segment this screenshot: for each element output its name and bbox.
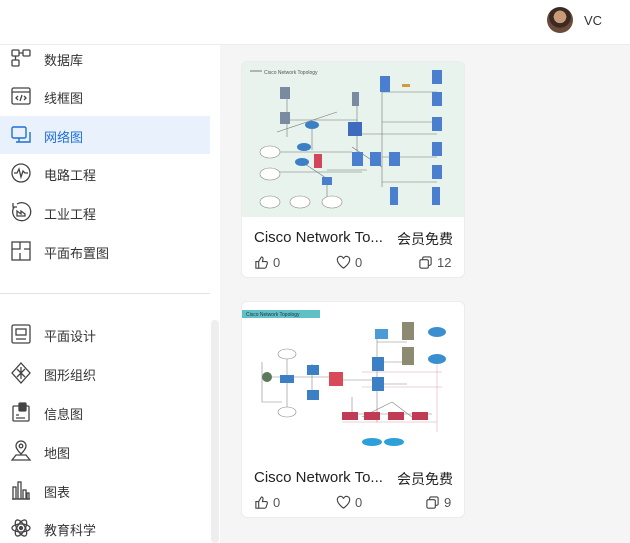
sidebar-item-label: 网络图 [44,130,84,145]
thumbnail-title: Cisco Network Topology [264,70,318,76]
heart-icon [336,255,351,269]
user-initials[interactable]: VC [584,13,603,28]
thumbs-up-icon [255,496,268,509]
network-icon [11,126,31,143]
copy-icon [419,256,432,269]
graphic-organizer-icon [11,362,31,384]
sidebar-item-circuit[interactable]: 电路工程 [0,154,210,192]
industrial-icon [12,202,32,222]
sidebar-item-label: 数据库 [44,53,84,68]
sidebar-item-map[interactable]: 地图 [0,432,210,470]
template-card[interactable]: Cisco Network Topology Cisco Network To.… [241,61,465,278]
copy-count[interactable]: 9 [425,495,451,510]
sidebar-item-science[interactable]: 教育科学 [0,509,210,543]
sidebar-scrollbar[interactable] [211,320,219,543]
favorite-count[interactable]: 0 [336,255,362,270]
sidebar-item-label: 教育科学 [44,523,97,538]
user-avatar[interactable] [547,7,573,33]
favorite-count[interactable]: 0 [336,495,362,510]
top-bar: VC [0,0,630,45]
circuit-icon [11,163,31,183]
floorplan-icon [11,241,31,261]
graphic-design-icon [11,324,31,344]
thumbs-up-icon [255,256,268,269]
template-thumbnail[interactable]: Cisco Network Topology [242,62,465,217]
sidebar: 数据库 线框图 网络图 电路工程 工业工程 平面布置图 [0,45,220,543]
copy-count[interactable]: 12 [418,255,451,270]
sidebar-item-label: 图形组织 [44,368,97,383]
sidebar-item-label: 平面布置图 [44,246,110,261]
database-icon [11,49,31,67]
infographic-icon [12,402,30,422]
sidebar-item-label: 平面设计 [44,329,97,344]
template-card[interactable]: Cisco Network Topology Cisco Network To.… [241,301,465,518]
card-title[interactable]: Cisco Network To... [254,469,383,486]
copy-count-value: 9 [444,495,452,510]
like-count-value: 0 [273,255,281,270]
member-free-badge: 会员免费 [397,231,453,247]
favorite-count-value: 0 [355,495,363,510]
sidebar-item-label: 信息图 [44,407,84,422]
card-title[interactable]: Cisco Network To... [254,229,383,246]
science-icon [11,519,31,537]
like-count-value: 0 [273,495,281,510]
sidebar-item-network[interactable]: 网络图 [0,116,210,154]
sidebar-item-industrial[interactable]: 工业工程 [0,193,210,231]
sidebar-item-label: 地图 [44,446,71,461]
copy-count-value: 12 [437,255,452,270]
template-thumbnail[interactable]: Cisco Network Topology [242,302,465,457]
sidebar-item-chart[interactable]: 图表 [0,471,210,509]
sidebar-item-label: 电路工程 [44,168,97,183]
sidebar-item-floorplan[interactable]: 平面布置图 [0,232,210,270]
sidebar-item-wireframe[interactable]: 线框图 [0,77,210,115]
like-count[interactable]: 0 [254,255,280,270]
sidebar-item-infographic[interactable]: 信息图 [0,393,210,431]
heart-icon [336,495,351,509]
sidebar-divider [0,293,210,294]
chart-icon [12,481,30,500]
wireframe-icon [11,87,31,105]
sidebar-item-label: 工业工程 [44,207,97,222]
map-icon [10,440,32,461]
sidebar-item-graphic-design[interactable]: 平面设计 [0,315,210,353]
sidebar-item-graphic-organizer[interactable]: 图形组织 [0,354,210,392]
sidebar-item-label: 图表 [44,485,71,500]
copy-icon [426,496,439,509]
like-count[interactable]: 0 [254,495,280,510]
favorite-count-value: 0 [355,255,363,270]
thumbnail-title: Cisco Network Topology [246,312,300,318]
sidebar-item-label: 线框图 [44,91,84,106]
member-free-badge: 会员免费 [397,471,453,487]
sidebar-item-database[interactable]: 数据库 [0,39,210,77]
